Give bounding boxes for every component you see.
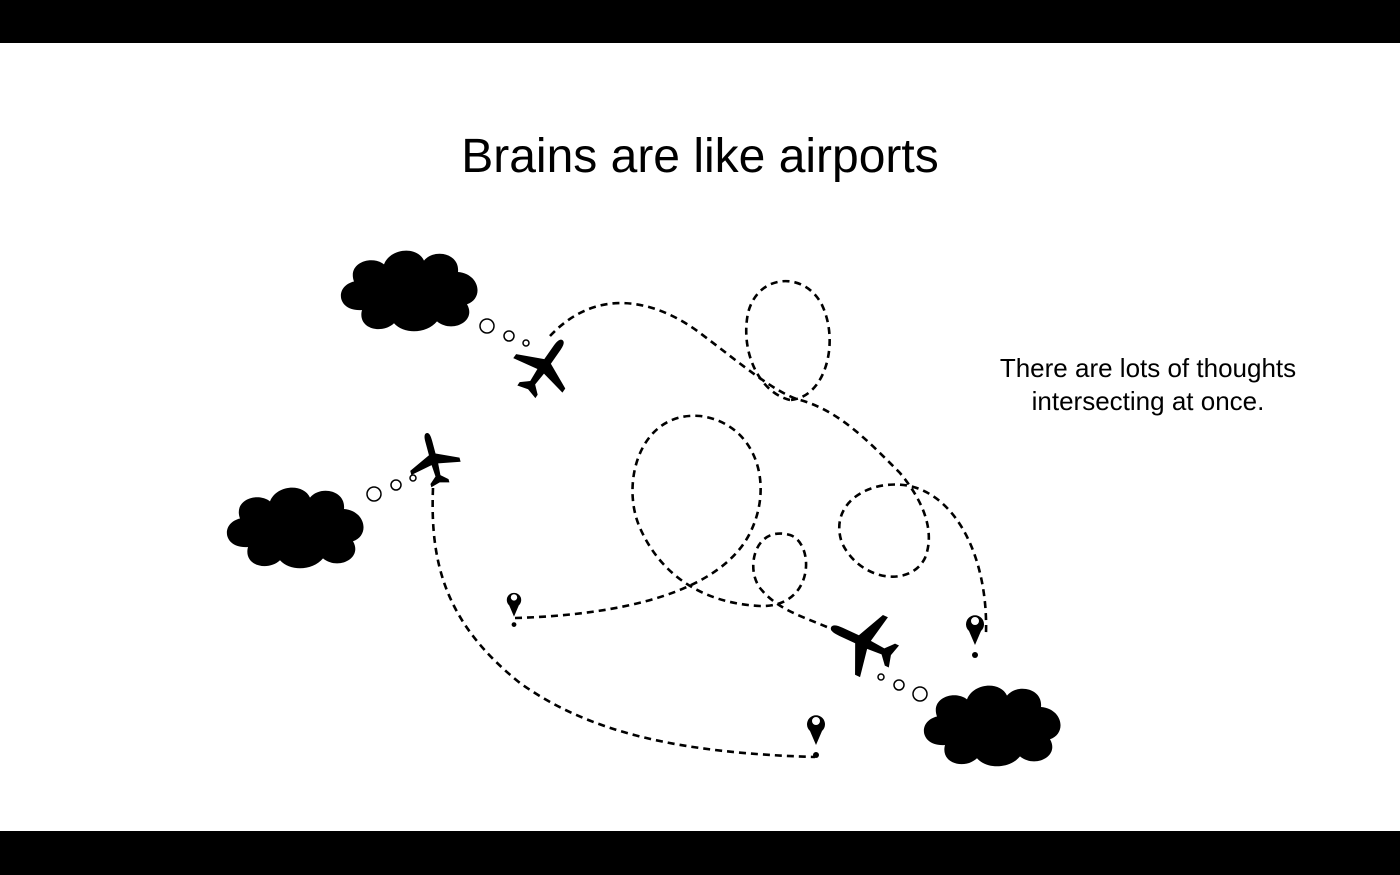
caption-line-1: There are lots of thoughts [999, 353, 1297, 383]
airplanes [401, 322, 908, 687]
flight-path-1 [549, 301, 988, 634]
thought-bubble-icon [479, 318, 495, 334]
location-pin-icon [807, 715, 825, 758]
clouds [226, 250, 1061, 767]
cloud-icon [340, 250, 478, 332]
thought-bubble-icon [877, 673, 885, 681]
airplane-icon [817, 597, 908, 687]
slide-caption: There are lots of thoughts intersecting … [948, 352, 1348, 418]
flight-paths [431, 279, 988, 759]
thought-bubble-icon [522, 339, 530, 347]
location-pins [506, 592, 984, 758]
thought-bubble-icon [366, 486, 382, 502]
flight-path-loop-1 [745, 279, 831, 402]
thought-bubble-icon [390, 479, 402, 491]
thought-bubble-icon [893, 679, 905, 691]
cloud-icon [226, 487, 364, 569]
thought-bubble-icon [503, 330, 515, 342]
location-pin-icon [506, 592, 522, 627]
slide: Brains are like airports There are lots … [0, 43, 1400, 831]
location-pin-icon [966, 615, 984, 658]
flight-path-2 [431, 487, 816, 759]
airplane-icon [401, 426, 466, 492]
airport-flight-paths-illustration [226, 250, 1061, 767]
cloud-icon [923, 685, 1061, 767]
thought-bubble-icon [409, 474, 417, 482]
flight-path-3 [514, 414, 841, 635]
caption-line-2: intersecting at once. [1031, 386, 1265, 416]
slide-title: Brains are like airports [461, 130, 939, 183]
thought-bubble-icon [912, 686, 928, 702]
thought-bubbles [366, 318, 928, 702]
